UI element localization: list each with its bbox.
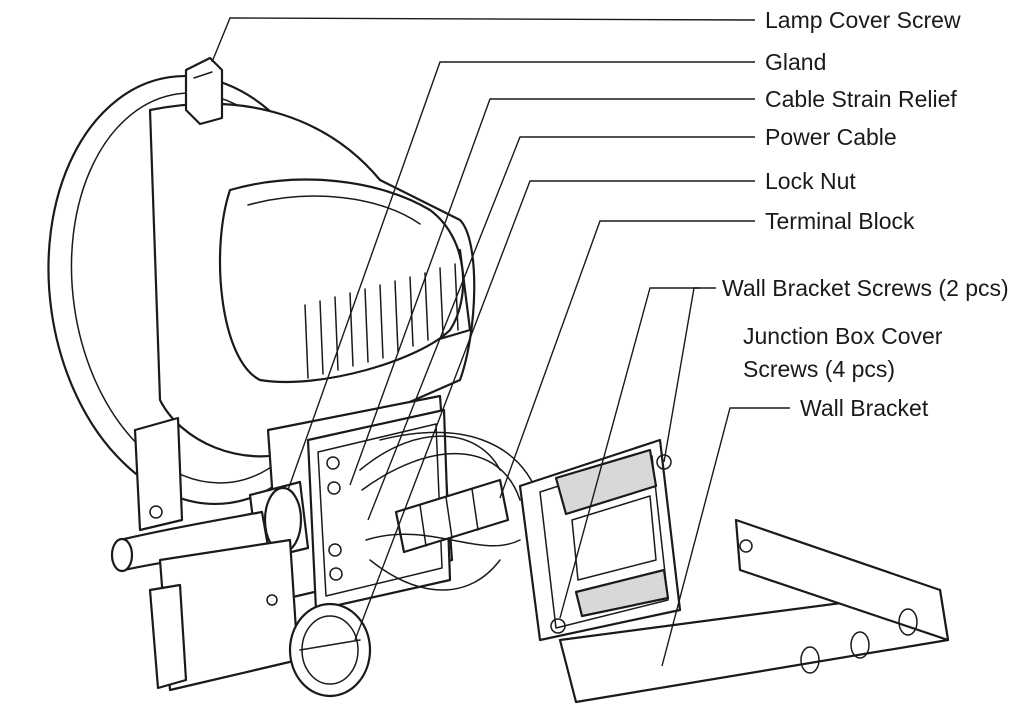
label-power-cable: Power Cable — [765, 124, 897, 150]
label-junction-box-cover-screws-1: Junction Box Cover — [743, 323, 943, 349]
labels: Lamp Cover Screw Gland Cable Strain Reli… — [722, 7, 1009, 421]
gland-assembly — [110, 480, 310, 573]
label-junction-box-cover-screws-2: Screws (4 pcs) — [743, 356, 895, 382]
label-wall-bracket: Wall Bracket — [800, 395, 929, 421]
motion-sensor — [148, 538, 372, 698]
wiring — [359, 431, 541, 591]
leader-lines — [211, 17, 790, 667]
cooling-fins — [304, 263, 459, 379]
label-wall-bracket-screws: Wall Bracket Screws (2 pcs) — [722, 275, 1009, 301]
label-cable-strain-relief: Cable Strain Relief — [765, 86, 957, 112]
wall-bracket-part — [558, 518, 950, 704]
label-gland: Gland — [765, 49, 826, 75]
junction-box — [266, 394, 510, 612]
label-lock-nut: Lock Nut — [765, 168, 856, 194]
label-terminal-block: Terminal Block — [765, 208, 915, 234]
mounting-tab — [133, 416, 184, 532]
label-lamp-cover-screw: Lamp Cover Screw — [765, 7, 961, 33]
